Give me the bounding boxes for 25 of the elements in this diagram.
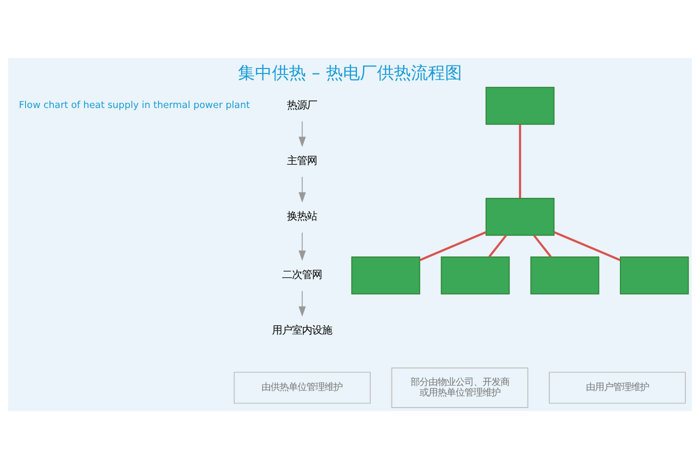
node-box: 由供热单位管理维护 <box>234 371 371 404</box>
connector <box>533 234 552 257</box>
connector <box>420 230 486 261</box>
node-box <box>440 256 510 294</box>
node-text: 热源厂 <box>287 98 318 111</box>
connector <box>488 234 507 257</box>
arrow <box>298 120 306 147</box>
node-text: 用户室内设施 <box>272 324 332 336</box>
arrow <box>298 176 306 202</box>
node-box <box>530 256 600 294</box>
node-box <box>620 256 689 294</box>
node-box: 部分由物业公司、开发商或用热单位管理维护 <box>391 367 528 408</box>
arrow <box>298 232 306 260</box>
connector <box>518 124 522 198</box>
node-text: 主管网 <box>287 154 318 166</box>
connector <box>554 230 621 261</box>
arrow <box>298 290 306 316</box>
node-box: 由用户管理维护 <box>548 371 686 404</box>
node-box <box>486 197 554 236</box>
node-text: 换热站 <box>287 210 318 222</box>
node-text: 二次管网 <box>282 268 322 281</box>
diagram-title: 集中供热 – 热电厂供热流程图 <box>238 63 462 84</box>
node-box <box>486 86 554 124</box>
label: Flow chart of heat supply in thermal power plant <box>18 100 250 111</box>
node-box <box>351 256 420 294</box>
